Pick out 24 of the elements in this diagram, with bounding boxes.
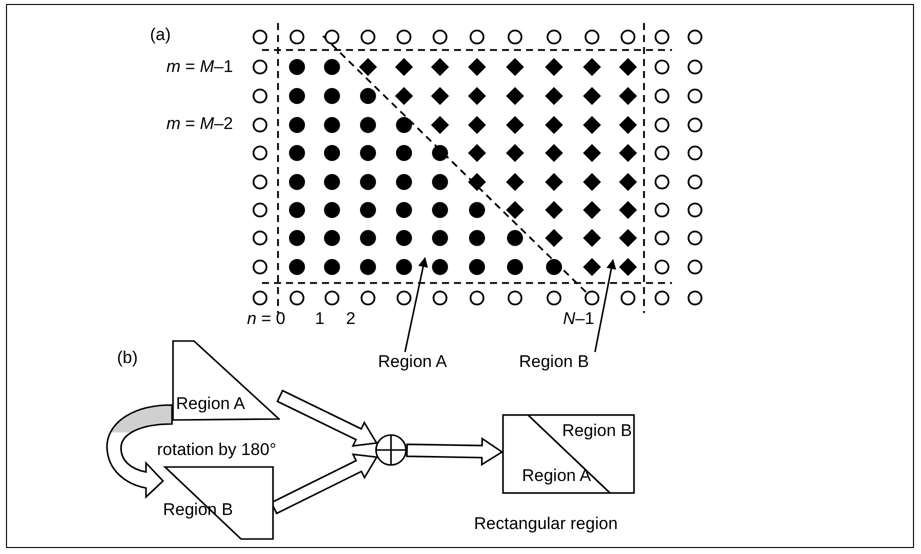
region-label: Region A xyxy=(378,352,447,372)
region-label: Region A xyxy=(176,394,245,414)
panel-label: (a) xyxy=(150,25,171,45)
index-label: n = 0 xyxy=(247,309,286,329)
block-arrow xyxy=(406,437,504,466)
block-arrow xyxy=(276,390,378,447)
index-label: m = M–1 xyxy=(166,57,233,77)
sum-symbol xyxy=(375,434,407,466)
rectangular-region xyxy=(502,414,635,494)
index-label: 2 xyxy=(346,309,356,329)
triangle-region xyxy=(172,340,280,421)
region-label: Region B xyxy=(519,352,589,372)
index-label: 1 xyxy=(315,309,324,329)
index-label: N–1 xyxy=(563,309,594,329)
region-label: Region A xyxy=(522,466,591,486)
triangle-region xyxy=(163,466,274,540)
rotation-label: rotation by 180° xyxy=(157,440,276,460)
region-label: Region B xyxy=(562,421,632,441)
leader-arrow xyxy=(404,257,428,352)
index-label: m = M–2 xyxy=(166,114,233,134)
leader-arrow xyxy=(594,259,616,352)
region-caption: Rectangular region xyxy=(474,514,618,534)
panel-label: (b) xyxy=(117,348,138,368)
curved-block-arrow xyxy=(106,404,173,498)
